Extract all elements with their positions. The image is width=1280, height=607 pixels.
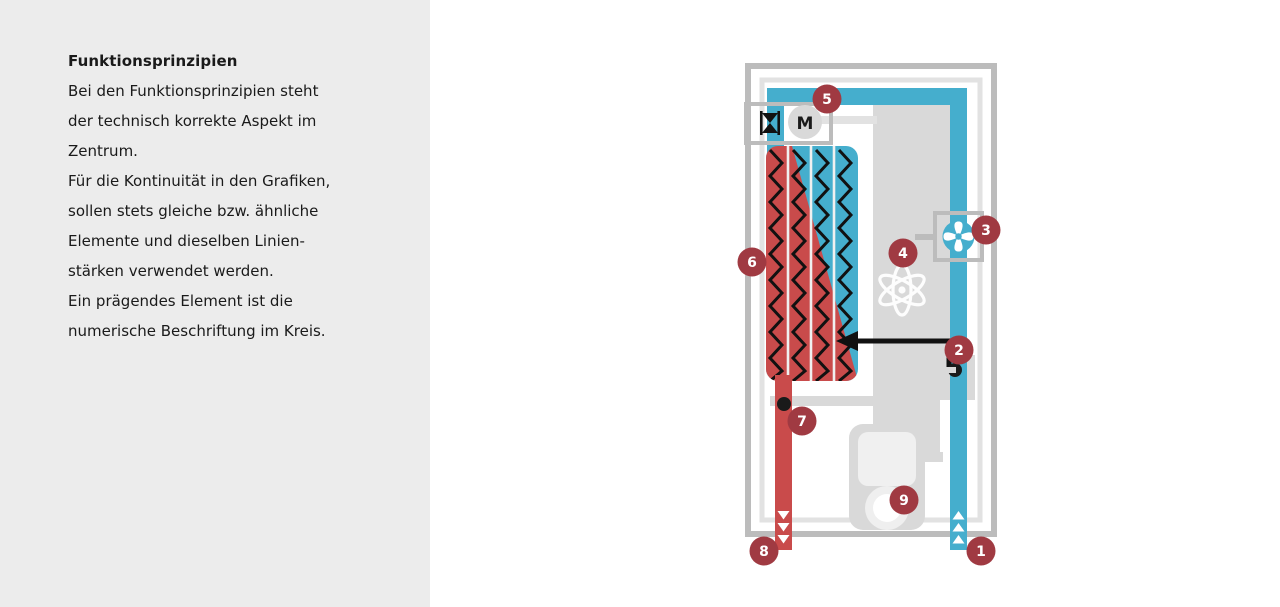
motor-label: M: [797, 114, 814, 134]
pump-icon[interactable]: [849, 424, 925, 530]
badge-4[interactable]: 4: [888, 238, 918, 268]
paragraph-line-2: der technisch korrekte Aspekt im: [68, 112, 317, 130]
badge-7-label: 7: [797, 414, 807, 430]
sensor-connector-2: [940, 367, 956, 373]
badge-3[interactable]: 3: [971, 215, 1001, 245]
badge-2-label: 2: [954, 343, 964, 359]
fan-assembly[interactable]: [915, 211, 984, 262]
badge-9-label: 9: [899, 493, 909, 509]
sensor-dots: [777, 363, 962, 411]
text-block: Funktionsprinzipien Bei den Funktionspri…: [68, 46, 388, 346]
paragraph-line-4: Für die Kontinuität in den Grafiken,: [68, 172, 331, 190]
paragraph-line-6: Elemente und dieselben Linien-: [68, 232, 305, 250]
badge-6-label: 6: [747, 255, 757, 271]
paragraph-line-1: Bei den Funktionsprinzipien steht: [68, 82, 319, 100]
badge-6[interactable]: 6: [737, 247, 767, 277]
badge-1[interactable]: 1: [966, 536, 996, 566]
motor-valve-assembly[interactable]: M: [744, 102, 833, 145]
description-panel: Funktionsprinzipien Bei den Funktionspri…: [0, 0, 430, 607]
paragraph-line-5: sollen stets gleiche bzw. ähnliche: [68, 202, 319, 220]
motor-connection-arm: [813, 116, 877, 124]
paragraph-line-8: Ein prägendes Element ist die: [68, 292, 293, 310]
badge-5[interactable]: 5: [812, 84, 842, 114]
badge-7[interactable]: 7: [787, 406, 817, 436]
valve-icon: [760, 111, 780, 135]
badge-2[interactable]: 2: [944, 335, 974, 365]
paragraph-line-7: stärken verwendet werden.: [68, 262, 274, 280]
badge-4-label: 4: [898, 246, 908, 262]
paragraph-line-9: numerische Beschriftung im Kreis.: [68, 322, 326, 340]
badge-8[interactable]: 8: [749, 536, 779, 566]
badge-8-label: 8: [759, 544, 769, 560]
badge-5-label: 5: [822, 92, 832, 108]
fan-icon: [942, 220, 975, 253]
paragraph-line-3: Zentrum.: [68, 142, 138, 160]
motor-icon: M: [788, 105, 822, 139]
page-title: Funktionsprinzipien: [68, 52, 238, 70]
badge-3-label: 3: [981, 223, 991, 239]
functional-principle-diagram: M: [430, 0, 1280, 607]
appliance-outer-frame: [745, 63, 997, 537]
flow-down-arrows-icon: [777, 511, 790, 544]
badge-1-label: 1: [976, 544, 986, 560]
badge-9[interactable]: 9: [889, 485, 919, 515]
heat-exchanger-icon: [766, 146, 858, 381]
flow-up-arrows-icon: [952, 511, 965, 544]
